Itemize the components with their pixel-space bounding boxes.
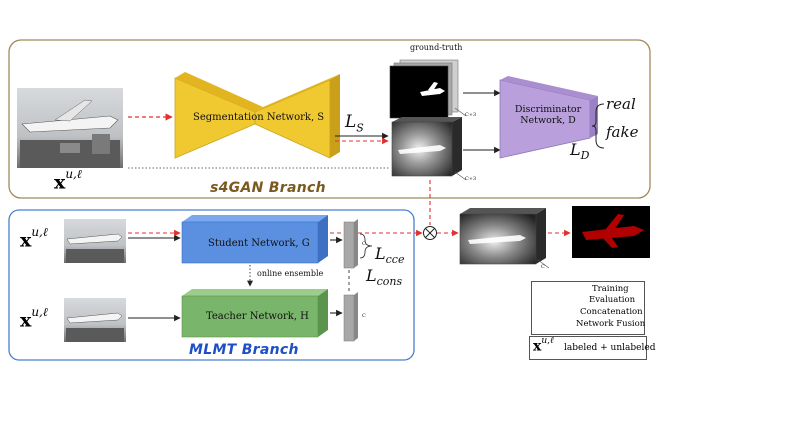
teacher-input-label: xu,ℓ — [20, 305, 48, 332]
legend-footer: xu,ℓ labeled + unlabeled — [529, 336, 655, 360]
loss-cce-label: Lcce — [375, 244, 405, 267]
student-input-image — [64, 219, 126, 263]
teacher-network — [181, 289, 328, 338]
teacher-output-bar — [343, 292, 358, 342]
loss-seg-label: LS — [345, 112, 364, 135]
student-input-label: xu,ℓ — [20, 225, 48, 252]
s4gan-input-label: xu,ℓ — [54, 167, 82, 194]
student-c-label: C — [362, 241, 366, 247]
s4gan-branch-title: s4GAN Branch — [210, 180, 326, 196]
discriminator-network — [499, 76, 598, 159]
gt-channels-label: C+3 — [465, 112, 477, 118]
real-label: real — [606, 95, 636, 113]
mlmt-branch-title: MLMT Branch — [189, 342, 299, 358]
ground-truth-block — [389, 59, 467, 119]
loss-cons-label: Lcons — [366, 266, 403, 289]
loss-d-label: LD — [570, 140, 590, 163]
prediction-block — [391, 117, 467, 181]
s4gan-input-image — [17, 88, 123, 168]
fusion-channels-label: C — [541, 264, 545, 270]
mlmt-branch-box — [8, 209, 415, 361]
cce-bracket — [359, 233, 373, 259]
student-network — [181, 215, 328, 264]
legend-concatenation: Concatenation — [580, 307, 643, 317]
segmentation-network — [174, 72, 340, 159]
legend: Training Evaluation Concatenation Networ… — [531, 281, 645, 335]
teacher-c-label: C — [362, 313, 366, 319]
ground-truth-label: ground-truth — [410, 43, 463, 52]
teacher-network-label: Teacher Network, H — [206, 311, 309, 322]
pred-channels-label: C+3 — [465, 176, 477, 182]
legend-evaluation: Evaluation — [589, 295, 636, 305]
student-output-bar — [343, 219, 358, 269]
legend-training: Training — [592, 284, 629, 294]
student-network-label: Student Network, G — [208, 238, 310, 249]
legend-network-fusion: Network Fusion — [576, 319, 646, 329]
online-ensemble-label: online ensemble — [257, 269, 324, 278]
fake-label: fake — [606, 123, 639, 141]
segmentation-network-label: Segmentation Network, S — [193, 112, 325, 123]
final-segmentation-output — [572, 206, 650, 258]
real-fake-bracket — [591, 103, 605, 149]
fused-prediction-block — [459, 208, 550, 269]
teacher-input-image — [64, 298, 126, 342]
network-fusion-node — [423, 226, 437, 240]
s4gan-branch-box — [8, 39, 651, 199]
